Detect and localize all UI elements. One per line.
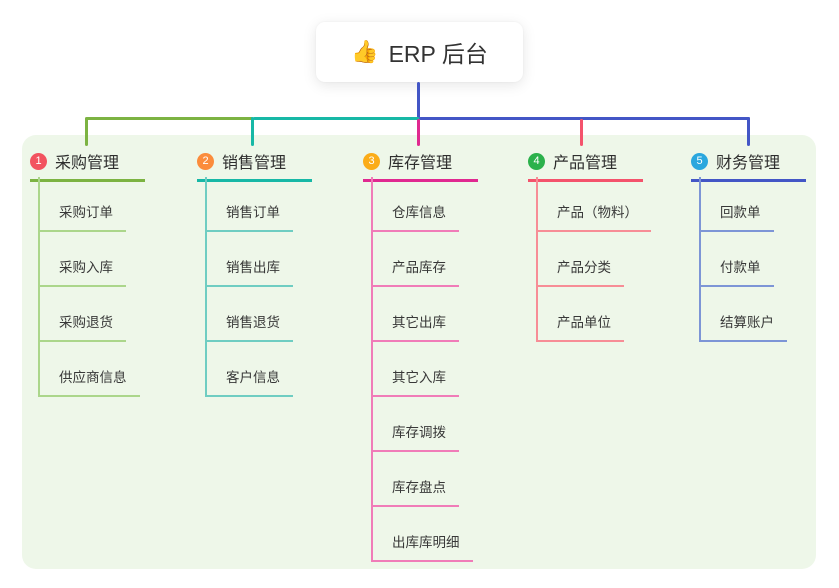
branches-background-panel bbox=[22, 135, 816, 569]
branch-item-label: 销售退货 bbox=[207, 311, 293, 342]
branch-item[interactable]: 付款单 bbox=[701, 232, 839, 287]
branch-label: 采购管理 bbox=[55, 155, 120, 172]
branch-number-badge: 2 bbox=[197, 152, 214, 170]
branch-3-drop-line bbox=[417, 119, 420, 146]
branch-item-label: 采购退货 bbox=[40, 311, 126, 342]
branch-item[interactable]: 产品（物料） bbox=[538, 177, 688, 232]
branch-number-badge: 5 bbox=[691, 152, 708, 170]
branch-label: 产品管理 bbox=[553, 155, 618, 172]
branch-item-label: 产品单位 bbox=[538, 311, 624, 342]
branch-header-1[interactable]: 1 采购管理 bbox=[30, 149, 145, 182]
connector-bus-left bbox=[86, 117, 253, 120]
branch-item-label: 产品库存 bbox=[373, 256, 459, 287]
thumbs-up-icon: 👍 bbox=[351, 39, 379, 64]
branch-header-5[interactable]: 5 财务管理 bbox=[691, 149, 806, 182]
root-node[interactable]: 👍 ERP 后台 bbox=[316, 22, 523, 82]
branch-item-label: 销售出库 bbox=[207, 256, 293, 287]
branch-item-label: 回款单 bbox=[701, 201, 774, 232]
branch-4-drop-line bbox=[580, 119, 583, 146]
branch-5-drop-line bbox=[747, 117, 750, 146]
branch-item-label: 采购入库 bbox=[40, 256, 126, 287]
branch-items-group: 仓库信息 产品库存 其它出库 其它入库 库存调拨 库存盘点 出库库明细 bbox=[371, 177, 523, 562]
branch-item[interactable]: 出库库明细 bbox=[373, 507, 523, 562]
branch-items-group: 产品（物料） 产品分类 产品单位 bbox=[536, 177, 688, 342]
branch-item[interactable]: 产品单位 bbox=[538, 287, 688, 342]
branch-number-badge: 1 bbox=[30, 152, 47, 170]
branch-item[interactable]: 客户信息 bbox=[207, 342, 357, 397]
branch-item-label: 仓库信息 bbox=[373, 201, 459, 232]
branch-item[interactable]: 产品分类 bbox=[538, 232, 688, 287]
branch-item[interactable]: 产品库存 bbox=[373, 232, 523, 287]
branch-number-badge: 3 bbox=[363, 152, 380, 170]
branch-item-label: 产品（物料） bbox=[538, 201, 651, 232]
branch-item[interactable]: 其它入库 bbox=[373, 342, 523, 397]
branch-item[interactable]: 结算账户 bbox=[701, 287, 839, 342]
branch-items-group: 回款单 付款单 结算账户 bbox=[699, 177, 839, 342]
branch-item[interactable]: 销售退货 bbox=[207, 287, 357, 342]
branch-item-label: 出库库明细 bbox=[373, 531, 473, 562]
branch-2-drop-line bbox=[251, 117, 254, 146]
branch-item[interactable]: 回款单 bbox=[701, 177, 839, 232]
root-node-label: ERP 后台 bbox=[388, 41, 488, 67]
branch-item[interactable]: 销售订单 bbox=[207, 177, 357, 232]
branch-item[interactable]: 销售出库 bbox=[207, 232, 357, 287]
branch-label: 财务管理 bbox=[716, 155, 781, 172]
branch-1-drop-line bbox=[85, 117, 88, 146]
branch-item-label: 客户信息 bbox=[207, 366, 293, 397]
branch-items-group: 销售订单 销售出库 销售退货 客户信息 bbox=[205, 177, 357, 397]
branch-item[interactable]: 库存盘点 bbox=[373, 452, 523, 507]
branch-item[interactable]: 其它出库 bbox=[373, 287, 523, 342]
branch-item[interactable]: 采购退货 bbox=[40, 287, 190, 342]
branch-item[interactable]: 库存调拨 bbox=[373, 397, 523, 452]
branch-item-label: 其它入库 bbox=[373, 366, 459, 397]
branch-number-badge: 4 bbox=[528, 152, 545, 170]
connector-bus-middle bbox=[253, 117, 419, 120]
branch-item-label: 产品分类 bbox=[538, 256, 624, 287]
branch-item-label: 销售订单 bbox=[207, 201, 293, 232]
branch-item-label: 结算账户 bbox=[701, 311, 787, 342]
branch-item[interactable]: 采购订单 bbox=[40, 177, 190, 232]
branch-item-label: 库存调拨 bbox=[373, 421, 459, 452]
branch-item-label: 付款单 bbox=[701, 256, 774, 287]
root-connector-stem bbox=[417, 82, 420, 118]
branch-item-label: 库存盘点 bbox=[373, 476, 459, 507]
branch-header-4[interactable]: 4 产品管理 bbox=[528, 149, 643, 182]
branch-items-group: 采购订单 采购入库 采购退货 供应商信息 bbox=[38, 177, 190, 397]
branch-header-3[interactable]: 3 库存管理 bbox=[363, 149, 478, 182]
branch-item[interactable]: 采购入库 bbox=[40, 232, 190, 287]
branch-header-2[interactable]: 2 销售管理 bbox=[197, 149, 312, 182]
branch-item[interactable]: 仓库信息 bbox=[373, 177, 523, 232]
branch-label: 库存管理 bbox=[388, 155, 453, 172]
connector-bus-right bbox=[419, 117, 750, 120]
branch-item[interactable]: 供应商信息 bbox=[40, 342, 190, 397]
branch-label: 销售管理 bbox=[222, 155, 287, 172]
branch-item-label: 其它出库 bbox=[373, 311, 459, 342]
branch-item-label: 采购订单 bbox=[40, 201, 126, 232]
branch-item-label: 供应商信息 bbox=[40, 366, 140, 397]
